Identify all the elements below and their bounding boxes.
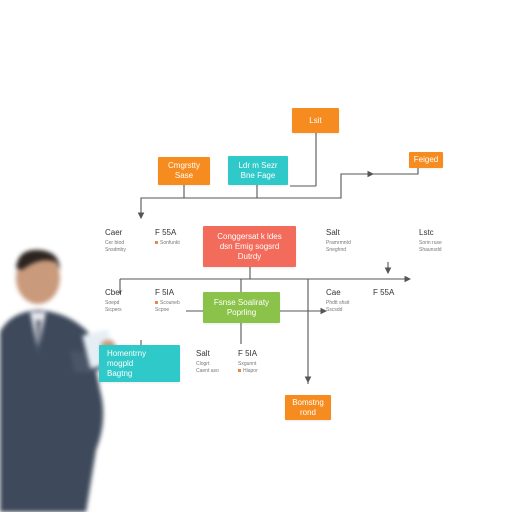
label-row1-d: Lstc Sorin ruse Shaunsdd <box>419 228 442 254</box>
label-row1-d-head: Lstc <box>419 228 434 237</box>
node-bottom-orange[interactable]: Bomstng rond <box>285 395 331 420</box>
connector-upper-horizontal <box>137 197 336 220</box>
label-row3-b-sub-1: Sxgunnt <box>238 361 257 367</box>
label-row2-c-head: Cae <box>326 288 341 297</box>
label-row2-c: Cae Phdtt shsit Sscsdd <box>326 288 349 314</box>
label-row1-c-head: Salt <box>326 228 340 237</box>
label-row3-a-sub-1: Clogrt <box>196 361 210 367</box>
label-row1-c-sub-2: Sneghnd <box>326 247 347 253</box>
label-row2-d-head: F 55A <box>373 288 395 297</box>
node-center-line-1: Conggersat k ldes <box>217 231 282 241</box>
node-teal-bottom-line-1: Homentrny <box>107 348 147 358</box>
label-row1-b-head: F 55A <box>155 228 177 237</box>
label-row3-b-sub-2: Hiapor <box>243 368 258 374</box>
node-center-line-2: dsn Emig sogsrd <box>219 241 280 251</box>
label-row1-b: F 55A Sonfunkt <box>155 228 180 247</box>
label-row1-d-sub-1: Sorin ruse <box>419 240 442 246</box>
label-row1-a-sub-1: Cer btod <box>105 240 125 246</box>
label-row1-a-sub-2: Snsdmby <box>105 247 126 253</box>
label-row2-b-sub-1: Scouneb <box>160 300 180 306</box>
label-row2-c-sub-1: Phdtt shsit <box>326 300 350 306</box>
node-left-orange[interactable]: Cmgrstty Sase <box>158 157 210 185</box>
label-row2-b-sub-2: Scpoe <box>155 307 170 313</box>
label-row1-c-sub-1: Pramrmntd <box>326 240 351 246</box>
bullet-square-icon <box>238 369 241 373</box>
node-bottom-orange-line-1: Bomstng <box>292 397 324 407</box>
node-top-right-line-1: Lsit <box>309 115 322 125</box>
node-teal-bottom-line-2: mogpld <box>107 358 134 368</box>
label-row2-d: F 55A <box>373 288 394 297</box>
node-far-right[interactable]: Feiged <box>409 152 443 168</box>
connector-far-right-link <box>373 168 419 175</box>
node-green[interactable]: Fsnse Soaliraty Poprling <box>203 292 280 323</box>
node-teal-top-line-1: Ldr m Sezr <box>238 160 278 170</box>
label-row2-c-sub-2: Sscsdd <box>326 307 343 313</box>
label-row1-a: Caer Cer btod Snsdmby <box>105 228 126 254</box>
label-row1-b-sub-1: Sonfunkt <box>160 240 180 246</box>
node-top-right[interactable]: Lsit <box>292 108 339 133</box>
label-row2-a-sub-2: Sicpers <box>105 307 122 313</box>
node-left-orange-line-1: Cmgrstty <box>168 161 200 170</box>
label-row2-a: Cber Soepd Sicpers <box>105 288 122 314</box>
node-left-orange-line-2: Sase <box>174 171 194 180</box>
bullet-square-icon <box>155 241 158 245</box>
label-row3-b: F 5IA Sxgunnt Hiapor <box>238 349 258 375</box>
label-row3-a-sub-2: Caent aso <box>196 368 219 374</box>
label-row2-a-head: Cber <box>105 288 123 297</box>
label-row1-c: Salt Pramrmntd Sneghnd <box>326 228 351 254</box>
node-green-line-2: Poprling <box>226 307 257 317</box>
node-teal-top-line-2: Bne Fage <box>240 170 276 180</box>
label-row1-d-sub-2: Shaunsdd <box>419 247 442 253</box>
node-center-line-3: Dutrdy <box>237 251 262 261</box>
node-teal-top[interactable]: Ldr m Sezr Bne Fage <box>228 156 288 185</box>
label-row3-b-head: F 5IA <box>238 349 258 358</box>
node-far-right-line-1: Feiged <box>413 155 439 164</box>
node-teal-bottom[interactable]: Homentrny mogpld Bagtng <box>99 345 180 382</box>
connector-right-branch <box>336 170 375 199</box>
label-row3-a: Salt Clogrt Caent aso <box>196 349 219 375</box>
node-teal-bottom-line-3: Bagtng <box>107 368 133 378</box>
bullet-square-icon <box>155 301 158 305</box>
node-bottom-orange-line-2: rond <box>299 407 316 417</box>
label-row3-a-head: Salt <box>196 349 210 358</box>
label-row2-b-head: F 5IA <box>155 288 175 297</box>
node-green-line-1: Fsnse Soaliraty <box>213 297 270 307</box>
label-row2-b: F 5IA Scouneb Scpoe <box>155 288 180 314</box>
label-row1-a-head: Caer <box>105 228 123 237</box>
label-row2-a-sub-1: Soepd <box>105 300 120 306</box>
node-center[interactable]: Conggersat k ldes dsn Emig sogsrd Dutrdy <box>203 226 296 267</box>
